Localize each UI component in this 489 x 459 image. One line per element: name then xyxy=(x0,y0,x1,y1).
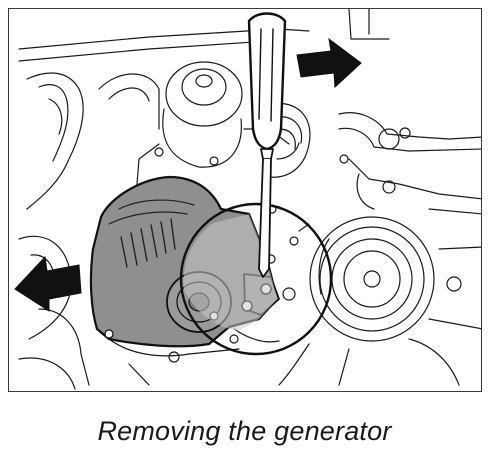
engine-illustration xyxy=(14,9,481,390)
arrow-right-icon xyxy=(296,37,362,89)
screwdriver-icon xyxy=(247,12,287,278)
detail-circle xyxy=(179,202,333,356)
arrow-left-icon xyxy=(14,255,82,312)
figure-frame xyxy=(8,8,482,392)
figure-caption: Removing the generator xyxy=(97,416,392,446)
